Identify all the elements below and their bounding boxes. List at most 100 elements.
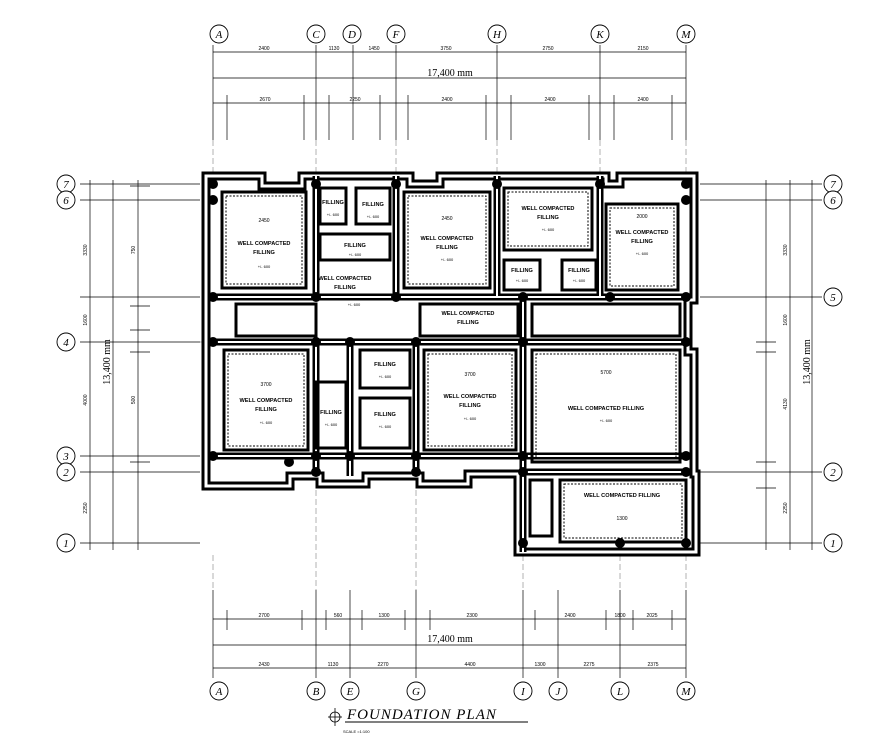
grid-top-F-circle [386, 24, 406, 44]
dim-bot-3: 1300 [378, 613, 389, 619]
column-pad-20 [208, 451, 218, 461]
dim-bot-2: 560 [334, 613, 343, 619]
dim-botout-2: 1130 [328, 662, 339, 668]
dim-bot-1: 2700 [258, 613, 269, 619]
bottom-dimension-lines [212, 590, 687, 678]
dim-topin-5: 2400 [637, 97, 648, 103]
column-pad-30 [518, 538, 528, 548]
grid-bottom-E-circle [340, 681, 360, 701]
grid-top-D-label: D [347, 29, 356, 41]
room-level-8: +/- 600 [573, 278, 586, 283]
dim-botout-3: 2270 [377, 662, 388, 668]
room-level-10: +/- 600 [348, 302, 361, 307]
dim-bot-4: 2300 [466, 613, 477, 619]
grid-bottom-B-label: B [313, 686, 320, 698]
column-pad-9 [311, 292, 321, 302]
dim-top-4: 3750 [440, 46, 451, 52]
room-label-7: FILLING [511, 268, 533, 274]
column-pad-10 [391, 292, 401, 302]
room-level-1: +/- 600 [258, 264, 271, 269]
dim-right-2: 1600 [783, 314, 789, 325]
column-pad-25 [681, 451, 691, 461]
title-block: FOUNDATION PLAN SCALE =1:100 [328, 707, 528, 734]
column-pad-27 [411, 467, 421, 477]
column-pad-33 [284, 457, 294, 467]
grid-right-6-circle [823, 190, 843, 210]
dim-left-inner-1: 750 [131, 246, 137, 255]
column-pads [208, 179, 691, 548]
dim-top-1: 2400 [258, 46, 269, 52]
grid-bottom-M-label: M [680, 686, 691, 698]
room-label-6a: WELL COMPACTED [522, 206, 575, 212]
room-level-13: +/- 600 [325, 422, 338, 427]
grid-bottom-E-label: E [346, 686, 354, 698]
column-pad-6 [208, 195, 218, 205]
column-pad-29 [681, 467, 691, 477]
room-label-6b: FILLING [537, 215, 559, 221]
grid-top-A-circle [209, 24, 229, 44]
column-pad-28 [518, 467, 528, 477]
room-level-16: +/- 600 [464, 416, 477, 421]
dim-left-total: 13,400 mm [102, 339, 113, 385]
room-label-2: FILLING [322, 200, 344, 206]
grid-bottom-A-circle [209, 681, 229, 701]
column-pad-7 [681, 195, 691, 205]
grid-left-2-label: 2 [63, 467, 69, 479]
dim-left-inner-2: 500 [131, 396, 137, 405]
grid-bottom-I-circle [513, 681, 533, 701]
column-pad-14 [208, 337, 218, 347]
drawing-scale: SCALE =1:100 [343, 729, 370, 734]
dim-botout-6: 2275 [583, 662, 594, 668]
dim-botout-1: 2430 [258, 662, 269, 668]
column-pad-22 [345, 451, 355, 461]
room-level-5: +/- 600 [441, 257, 454, 262]
grid-top-H-circle [487, 24, 507, 44]
dim-bot-total: 17,400 mm [427, 634, 473, 645]
room-label-5a: WELL COMPACTED [421, 236, 474, 242]
column-pad-32 [681, 538, 691, 548]
column-pad-3 [492, 179, 502, 189]
dim-topin-3: 2400 [441, 97, 452, 103]
dim-botout-5: 1300 [534, 662, 545, 668]
dim-top-total: 17,400 mm [427, 68, 473, 79]
grid-top-K-label: K [595, 29, 604, 41]
grid-right-1-circle [823, 533, 843, 553]
grid-left-6-circle [56, 190, 76, 210]
grid-bottom-A-label: A [215, 686, 223, 698]
room-label-17: WELL COMPACTED FILLING [568, 406, 644, 412]
grid-right-7-label: 7 [830, 179, 836, 191]
dim-left-1: 3330 [83, 244, 89, 255]
room-label-1b: FILLING [253, 250, 275, 256]
room-label-12a: WELL COMPACTED [240, 398, 293, 404]
dim-bot-7: 2025 [646, 613, 657, 619]
column-pad-18 [518, 337, 528, 347]
room-level-2: +/- 600 [327, 212, 340, 217]
room-label-5b: FILLING [436, 245, 458, 251]
dim-top-3: 1450 [368, 46, 379, 52]
dim-left-3: 4000 [83, 394, 89, 405]
room-label-12b: FILLING [255, 407, 277, 413]
dim-bot-5: 2400 [564, 613, 575, 619]
vertical-dimension-texts: 13,400 mm 13,400 mm 3330 1600 4000 2250 … [83, 244, 813, 513]
column-pad-19 [681, 337, 691, 347]
room-label-11a: WELL COMPACTED [442, 311, 495, 317]
dim-right-total: 13,400 mm [802, 339, 813, 385]
room-label-11b: FILLING [457, 320, 479, 326]
room-level-9: +/- 600 [636, 251, 649, 256]
column-pad-13 [681, 292, 691, 302]
room-dim-1: 2450 [258, 218, 269, 224]
drawing-title: FOUNDATION PLAN [346, 707, 497, 723]
room-level-17: +/- 600 [600, 418, 613, 423]
grid-top-M-label: M [680, 29, 691, 41]
room-label-1a: WELL COMPACTED [238, 241, 291, 247]
grid-top-A-label: A [215, 29, 223, 41]
dim-top-6: 2150 [637, 46, 648, 52]
dim-bot-6: 1800 [614, 613, 625, 619]
room-level-12: +/- 600 [260, 420, 273, 425]
grid-left-2-circle [56, 462, 76, 482]
grid-left-3-label: 3 [62, 451, 69, 463]
column-pad-26 [311, 467, 321, 477]
room-boxes-hatch [225, 191, 683, 539]
grid-top-C-label: C [312, 29, 320, 41]
